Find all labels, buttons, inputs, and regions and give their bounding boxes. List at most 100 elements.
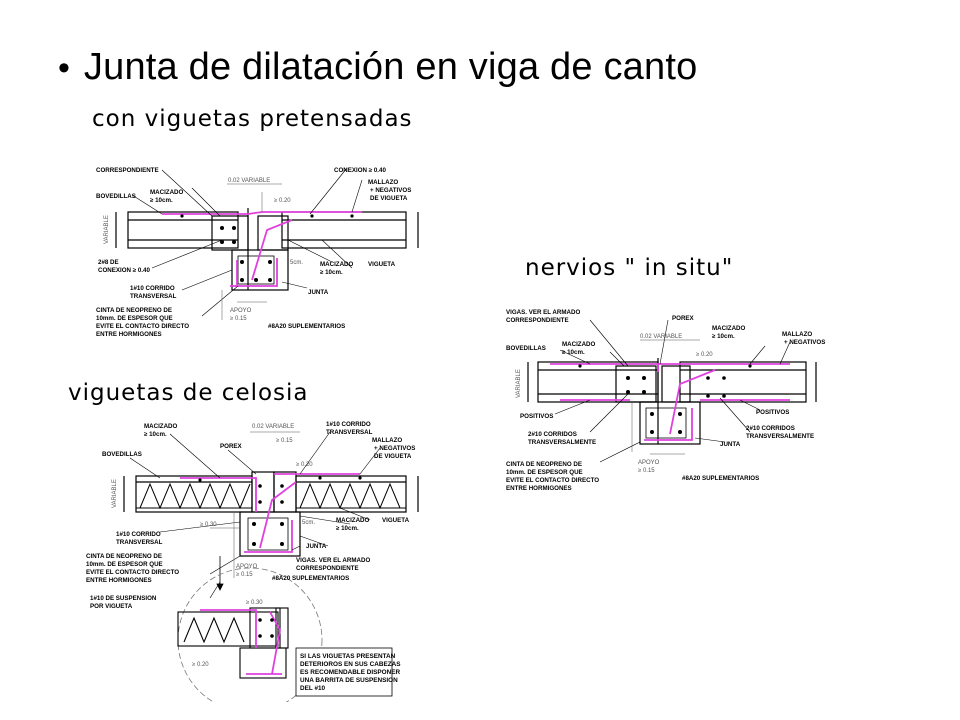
label-neopreno-3: EVITE EL CONTACTO DIRECTO xyxy=(96,323,189,330)
diagram-viguetas-celosia: MACIZADO ≥ 10cm. 0.02 VARIABLE 1#10 CORR… xyxy=(86,421,419,702)
label-transversal-top: TRANSVERSAL xyxy=(326,429,373,436)
label-correspondiente: CORRESPONDIENTE xyxy=(96,167,159,174)
label-vigueta: VIGUETA xyxy=(368,261,396,268)
detail-dim-030: ≥ 0.30 xyxy=(246,600,263,606)
dim-variable: 0.02 VARIABLE xyxy=(640,334,682,340)
label-positivos-right: POSITIVOS xyxy=(756,409,789,416)
label-conexion-top: CONEXION ≥ 0.40 xyxy=(334,167,386,174)
label-suplementarios: #8A20 SUPLEMENTARIOS xyxy=(272,575,349,582)
dim-variable-side: VARIABLE xyxy=(112,479,118,508)
label-macizado-dim: ≥ 10cm. xyxy=(712,333,735,340)
label-macizado-l: MACIZADO xyxy=(562,341,596,348)
label-neopreno-1: CINTA DE NEOPRENO DE xyxy=(96,307,172,314)
detail-dim-020: ≥ 0.20 xyxy=(192,662,209,668)
note-line-3: ES RECOMENDABLE DISPONER xyxy=(300,669,401,676)
dim-variable: 0.02 VARIABLE xyxy=(252,424,294,430)
label-macizado: MACIZADO xyxy=(712,325,746,332)
label-corrido-top: 1#10 CORRIDO xyxy=(326,421,371,428)
label-neopreno-2: 10mm. DE ESPESOR QUE xyxy=(96,315,173,322)
dim-variable-side: VARIABLE xyxy=(516,369,522,398)
label-neopreno-3: EVITE EL CONTACTO DIRECTO xyxy=(506,477,599,484)
label-neopreno-3: EVITE EL CONTACTO DIRECTO xyxy=(86,569,179,576)
dim-020: ≥ 0.20 xyxy=(696,352,713,358)
note-line-5: DEL #10 xyxy=(300,685,326,692)
dim-5cm: 5cm. xyxy=(290,260,303,266)
dim-apoyo: APOYO xyxy=(236,564,258,570)
label-bovedillas: BOVEDILLAS xyxy=(506,345,546,352)
caption-nervios-in-situ: nervios " in situ" xyxy=(525,255,734,281)
label-negativos: + NEGATIVOS xyxy=(370,187,411,194)
dim-apoyo: APOYO xyxy=(638,460,660,466)
label-macizado-l-dim: ≥ 10cm. xyxy=(562,349,585,356)
label-transversal: TRANSVERSAL xyxy=(130,293,177,300)
label-macizado-b: MACIZADO xyxy=(320,261,354,268)
dim-020: ≥ 0.20 xyxy=(274,198,291,204)
label-macizado-dim: ≥ 10cm. xyxy=(150,197,173,204)
label-mallazo: MALLAZO xyxy=(782,331,812,338)
label-suplementarios: #8A20 SUPLEMENTARIOS xyxy=(268,323,345,330)
label-macizado-b-dim: ≥ 10cm. xyxy=(320,269,343,276)
label-junta: JUNTA xyxy=(308,289,329,296)
label-suspension: 1#10 DE SUSPENSION xyxy=(90,595,157,602)
label-porex: POREX xyxy=(220,443,243,450)
note-line-2: DETERIOROS EN SUS CABEZAS xyxy=(300,661,401,668)
label-junta: JUNTA xyxy=(306,543,327,550)
label-mallazo: MALLAZO xyxy=(372,437,402,444)
label-vigas: VIGAS. VER EL ARMADO xyxy=(506,309,580,316)
diagram-nervios-in-situ: VIGAS. VER EL ARMADO CORRESPONDIENTE POR… xyxy=(506,309,825,492)
label-positivos-left: POSITIVOS xyxy=(520,413,553,420)
note-box xyxy=(295,647,393,697)
label-neopreno-2: 10mm. DE ESPESOR QUE xyxy=(506,469,583,476)
label-porex: POREX xyxy=(672,315,695,322)
dim-apoyo: APOYO xyxy=(230,308,252,314)
label-vigas-2: CORRESPONDIENTE xyxy=(296,565,359,572)
label-transversal: TRANSVERSAL xyxy=(116,539,163,546)
dim-apoyo-val: ≥ 0.15 xyxy=(230,316,247,322)
label-neopreno-1: CINTA DE NEOPRENO DE xyxy=(86,553,162,560)
label-conexion-2: CONEXION ≥ 0.40 xyxy=(98,267,150,274)
label-corridos-right: 2#10 CORRIDOS xyxy=(746,425,795,432)
slide-title-row: • Junta de dilatación en viga de canto xyxy=(58,46,697,89)
label-bovedillas: BOVEDILLAS xyxy=(96,193,136,200)
note-line-4: UNA BARRITA DE SUSPENSION xyxy=(300,677,398,684)
label-macizado-dim: ≥ 10cm. xyxy=(144,431,167,438)
label-macizado: MACIZADO xyxy=(150,189,184,196)
bullet-icon: • xyxy=(58,49,70,87)
label-macizado: MACIZADO xyxy=(144,423,178,430)
dim-apoyo-val: ≥ 0.15 xyxy=(236,572,253,578)
caption-viguetas-pretensadas: con viguetas pretensadas xyxy=(92,106,413,132)
dim-020: ≥ 0.20 xyxy=(296,462,313,468)
note-line-1: SI LAS VIGUETAS PRESENTAN xyxy=(300,653,396,660)
dim-5cm: 5cm. xyxy=(302,520,315,526)
label-vigas: VIGAS. VER EL ARMADO xyxy=(296,557,370,564)
label-corrido: 1#10 CORRIDO xyxy=(116,531,161,538)
label-negativos: + NEGATIVOS xyxy=(374,445,415,452)
diagram-viguetas-pretensadas: CORRESPONDIENTE BOVEDILLAS MACIZADO ≥ 10… xyxy=(96,167,419,338)
label-suspension-2: POR VIGUETA xyxy=(90,603,133,610)
label-corridos-left-2: TRANSVERSALMENTE xyxy=(528,439,596,446)
label-corrido: 1#10 CORRIDO xyxy=(130,285,175,292)
dim-030: ≥ 0.30 xyxy=(200,522,217,528)
dim-apoyo-val: ≥ 0.15 xyxy=(638,468,655,474)
label-bovedillas: BOVEDILLAS xyxy=(102,451,142,458)
slide-title: Junta de dilatación en viga de canto xyxy=(83,46,698,88)
label-suplementarios: #8A20 SUPLEMENTARIOS xyxy=(682,475,759,482)
label-mallazo: MALLAZO xyxy=(368,179,398,186)
dim-variable-side: VARIABLE xyxy=(104,215,110,244)
label-vigueta: VIGUETA xyxy=(382,517,410,524)
label-vigas-2: CORRESPONDIENTE xyxy=(506,317,569,324)
label-neopreno-4: ENTRE HORMIGONES xyxy=(86,577,152,584)
label-conexion: 2#8 DE xyxy=(98,259,119,266)
label-macizado-b: MACIZADO xyxy=(336,517,370,524)
label-macizado-b-dim: ≥ 10cm. xyxy=(336,525,359,532)
label-de-vigueta: DE VIGUETA xyxy=(370,195,408,202)
label-negativos: + NEGATIVOS xyxy=(784,339,825,346)
dim-015: ≥ 0.15 xyxy=(276,438,293,444)
dim-variable: 0.02 VARIABLE xyxy=(228,178,270,184)
label-neopreno-4: ENTRE HORMIGONES xyxy=(506,485,572,492)
label-corridos-left: 2#10 CORRIDOS xyxy=(528,431,577,438)
caption-viguetas-celosia: viguetas de celosia xyxy=(68,380,309,406)
label-de-vigueta: DE VIGUETA xyxy=(374,453,412,460)
label-neopreno-4: ENTRE HORMIGONES xyxy=(96,331,162,338)
label-junta: JUNTA xyxy=(720,441,741,448)
